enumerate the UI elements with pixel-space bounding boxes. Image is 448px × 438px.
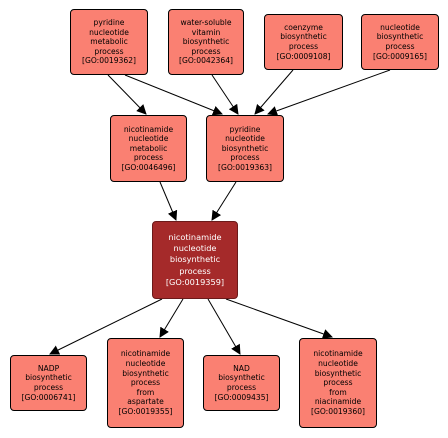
- edge-focus-to-nad: [207, 298, 241, 355]
- edge-focus-to-from-aspartate: [159, 298, 184, 338]
- node-pyridine-nucleotide-metabolic-process[interactable]: pyridine nucleotide metabolic process [G…: [70, 9, 148, 75]
- node-nad-biosynthetic-process[interactable]: NAD biosynthetic process [GO:0009435]: [203, 355, 280, 411]
- node-pyridine-nucleotide-biosynthetic-process[interactable]: pyridine nucleotide biosynthetic process…: [206, 115, 284, 182]
- node-nucleotide-biosynthetic-process[interactable]: nucleotide biosynthetic process [GO:0009…: [361, 14, 439, 70]
- edge-nucleotide-bio-to-pyridine-biosynthetic: [267, 69, 391, 116]
- node-nicotinamide-nucleotide-metabolic-process[interactable]: nicotinamide nucleotide metabolic proces…: [110, 115, 187, 182]
- edge-focus-to-nadp: [49, 298, 163, 355]
- node-nadp-biosynthetic-process[interactable]: NADP biosynthetic process [GO:0006741]: [10, 355, 87, 411]
- edge-coenzyme-to-pyridine-biosynthetic: [254, 69, 294, 115]
- node-coenzyme-biosynthetic-process[interactable]: coenzyme biosynthetic process [GO:000910…: [264, 14, 343, 70]
- edge-pyridine-metabolic-to-nicotinamide-metabolic: [107, 74, 147, 115]
- edge-pyridine-biosynthetic-to-focus: [211, 181, 237, 221]
- edge-nicotinamide-metabolic-to-focus: [159, 181, 178, 221]
- edge-water-soluble-to-pyridine-biosynthetic: [211, 74, 239, 115]
- node-water-soluble-vitamin-biosynthetic-process[interactable]: water-soluble vitamin biosynthetic proce…: [168, 9, 244, 75]
- node-nicotinamide-nucleotide-biosynthetic-process[interactable]: nicotinamide nucleotide biosynthetic pro…: [152, 221, 238, 299]
- edge-focus-to-from-niacinamide: [225, 298, 333, 339]
- node-nicotinamide-nucleotide-biosynthetic-process-from-aspartate[interactable]: nicotinamide nucleotide biosynthetic pro…: [107, 338, 184, 428]
- node-nicotinamide-nucleotide-biosynthetic-process-from-niacinamide[interactable]: nicotinamide nucleotide biosynthetic pro…: [299, 338, 377, 428]
- edge-pyridine-metabolic-to-pyridine-biosynthetic: [124, 74, 223, 116]
